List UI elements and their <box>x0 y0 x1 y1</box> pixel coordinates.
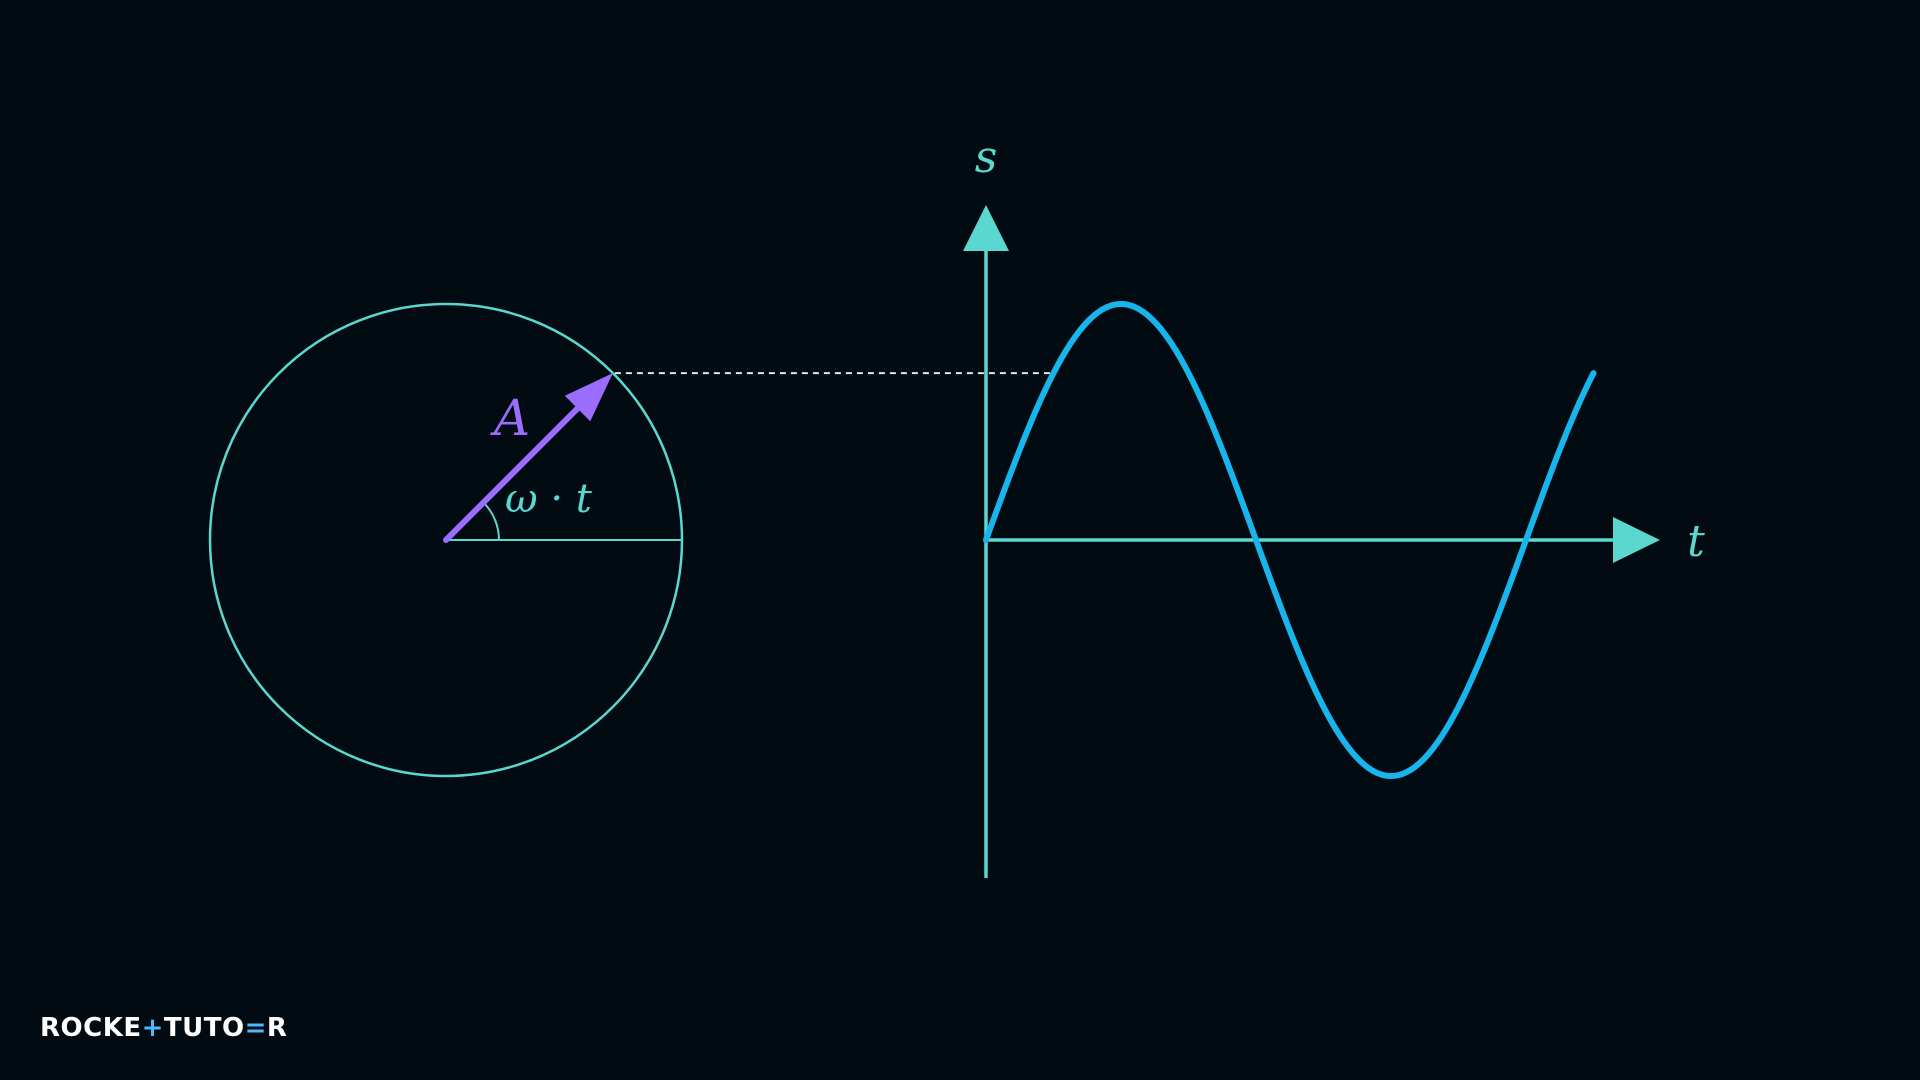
phasor-arrowhead <box>564 373 613 422</box>
logo-text-2: TUTO <box>163 1013 245 1043</box>
rocket-tutor-logo: ROCKE+TUTO=R <box>40 1012 287 1044</box>
y-axis-label: s <box>975 132 998 183</box>
phasor-label: A <box>490 389 530 447</box>
logo-text-3: R <box>266 1013 288 1043</box>
logo-plus-mark: + <box>141 1013 164 1043</box>
angle-arc <box>482 501 500 541</box>
x-axis-label: t <box>1687 516 1705 567</box>
phasor-arrow <box>443 402 584 543</box>
logo-text-1: ROCKE <box>40 1013 142 1043</box>
y-axis-arrowhead <box>963 205 1009 251</box>
sine-wave <box>983 301 1597 779</box>
x-axis-arrowhead <box>1613 517 1660 563</box>
logo-equals-mark: = <box>244 1013 267 1043</box>
angle-label: ω · t <box>505 476 593 522</box>
